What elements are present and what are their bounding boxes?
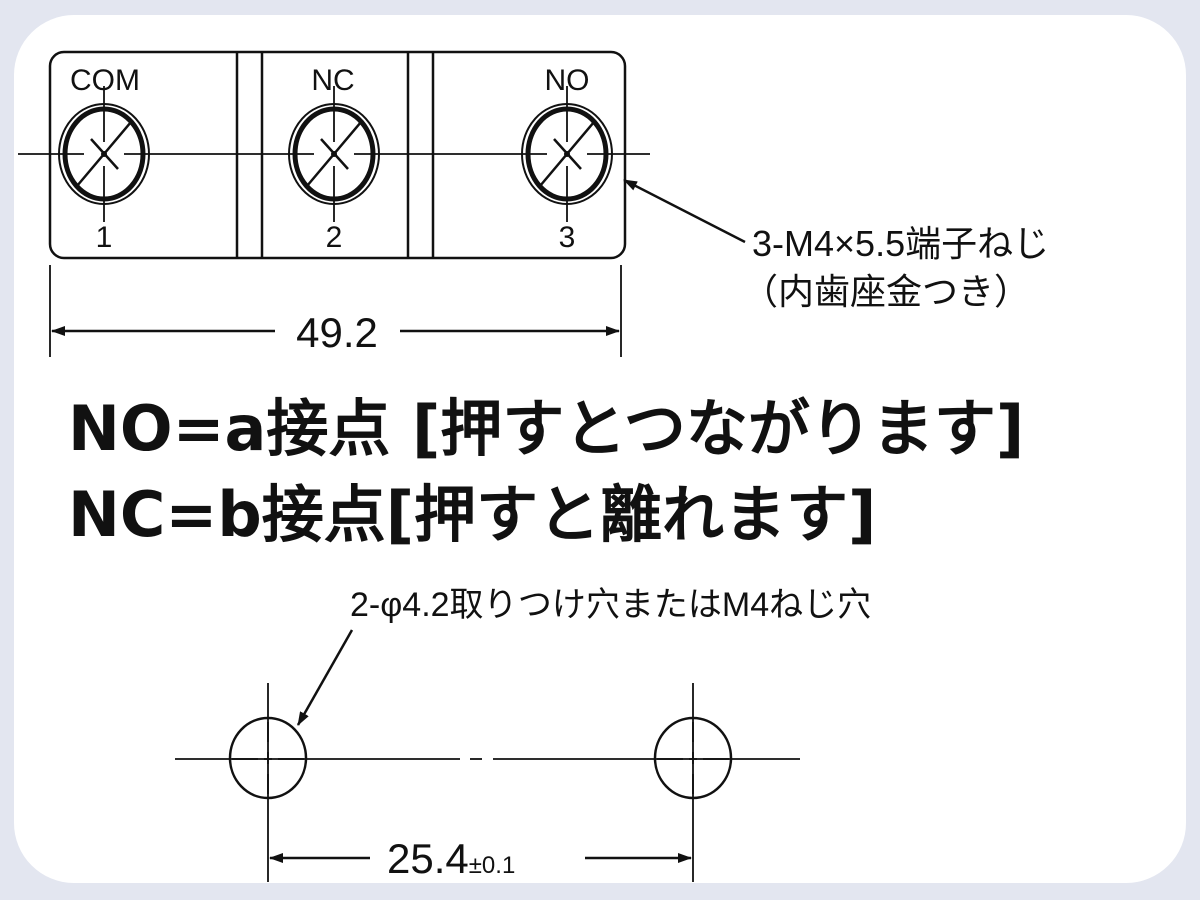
- screw-terminal-com: [58, 86, 150, 222]
- nc-contact-note: NC=b接点[押すと離れます]: [68, 478, 876, 551]
- terminal-number-3: 3: [559, 221, 576, 254]
- width-value: 49.2: [296, 309, 378, 356]
- terminal-label-nc: NC: [311, 64, 354, 97]
- hole-spacing-value: 25.4±0.1: [387, 835, 515, 882]
- width-dimension: [49, 265, 622, 357]
- hole-leader-arrow: [296, 629, 354, 726]
- screw-note-line1: 3-M4×5.5端子ねじ: [752, 223, 1049, 264]
- terminal-number-1: 1: [96, 221, 113, 254]
- mounting-hole-left: [228, 716, 308, 800]
- mounting-holes: [175, 683, 800, 882]
- no-contact-note: NO=a接点 [押すとつながります]: [68, 392, 1024, 465]
- screw-note-line2: （内歯座金つき）: [742, 271, 1030, 312]
- terminal-label-com: COM: [70, 64, 140, 97]
- terminal-number-2: 2: [326, 221, 343, 254]
- screw-terminal-nc: [288, 86, 380, 222]
- screw-terminal-no: [521, 86, 613, 222]
- hole-note: 2-φ4.2取りつけ穴またはM4ねじ穴: [350, 586, 871, 624]
- screw-leader-arrow: [623, 178, 746, 244]
- terminal-label-no: NO: [545, 64, 590, 97]
- mounting-hole-right: [653, 716, 733, 800]
